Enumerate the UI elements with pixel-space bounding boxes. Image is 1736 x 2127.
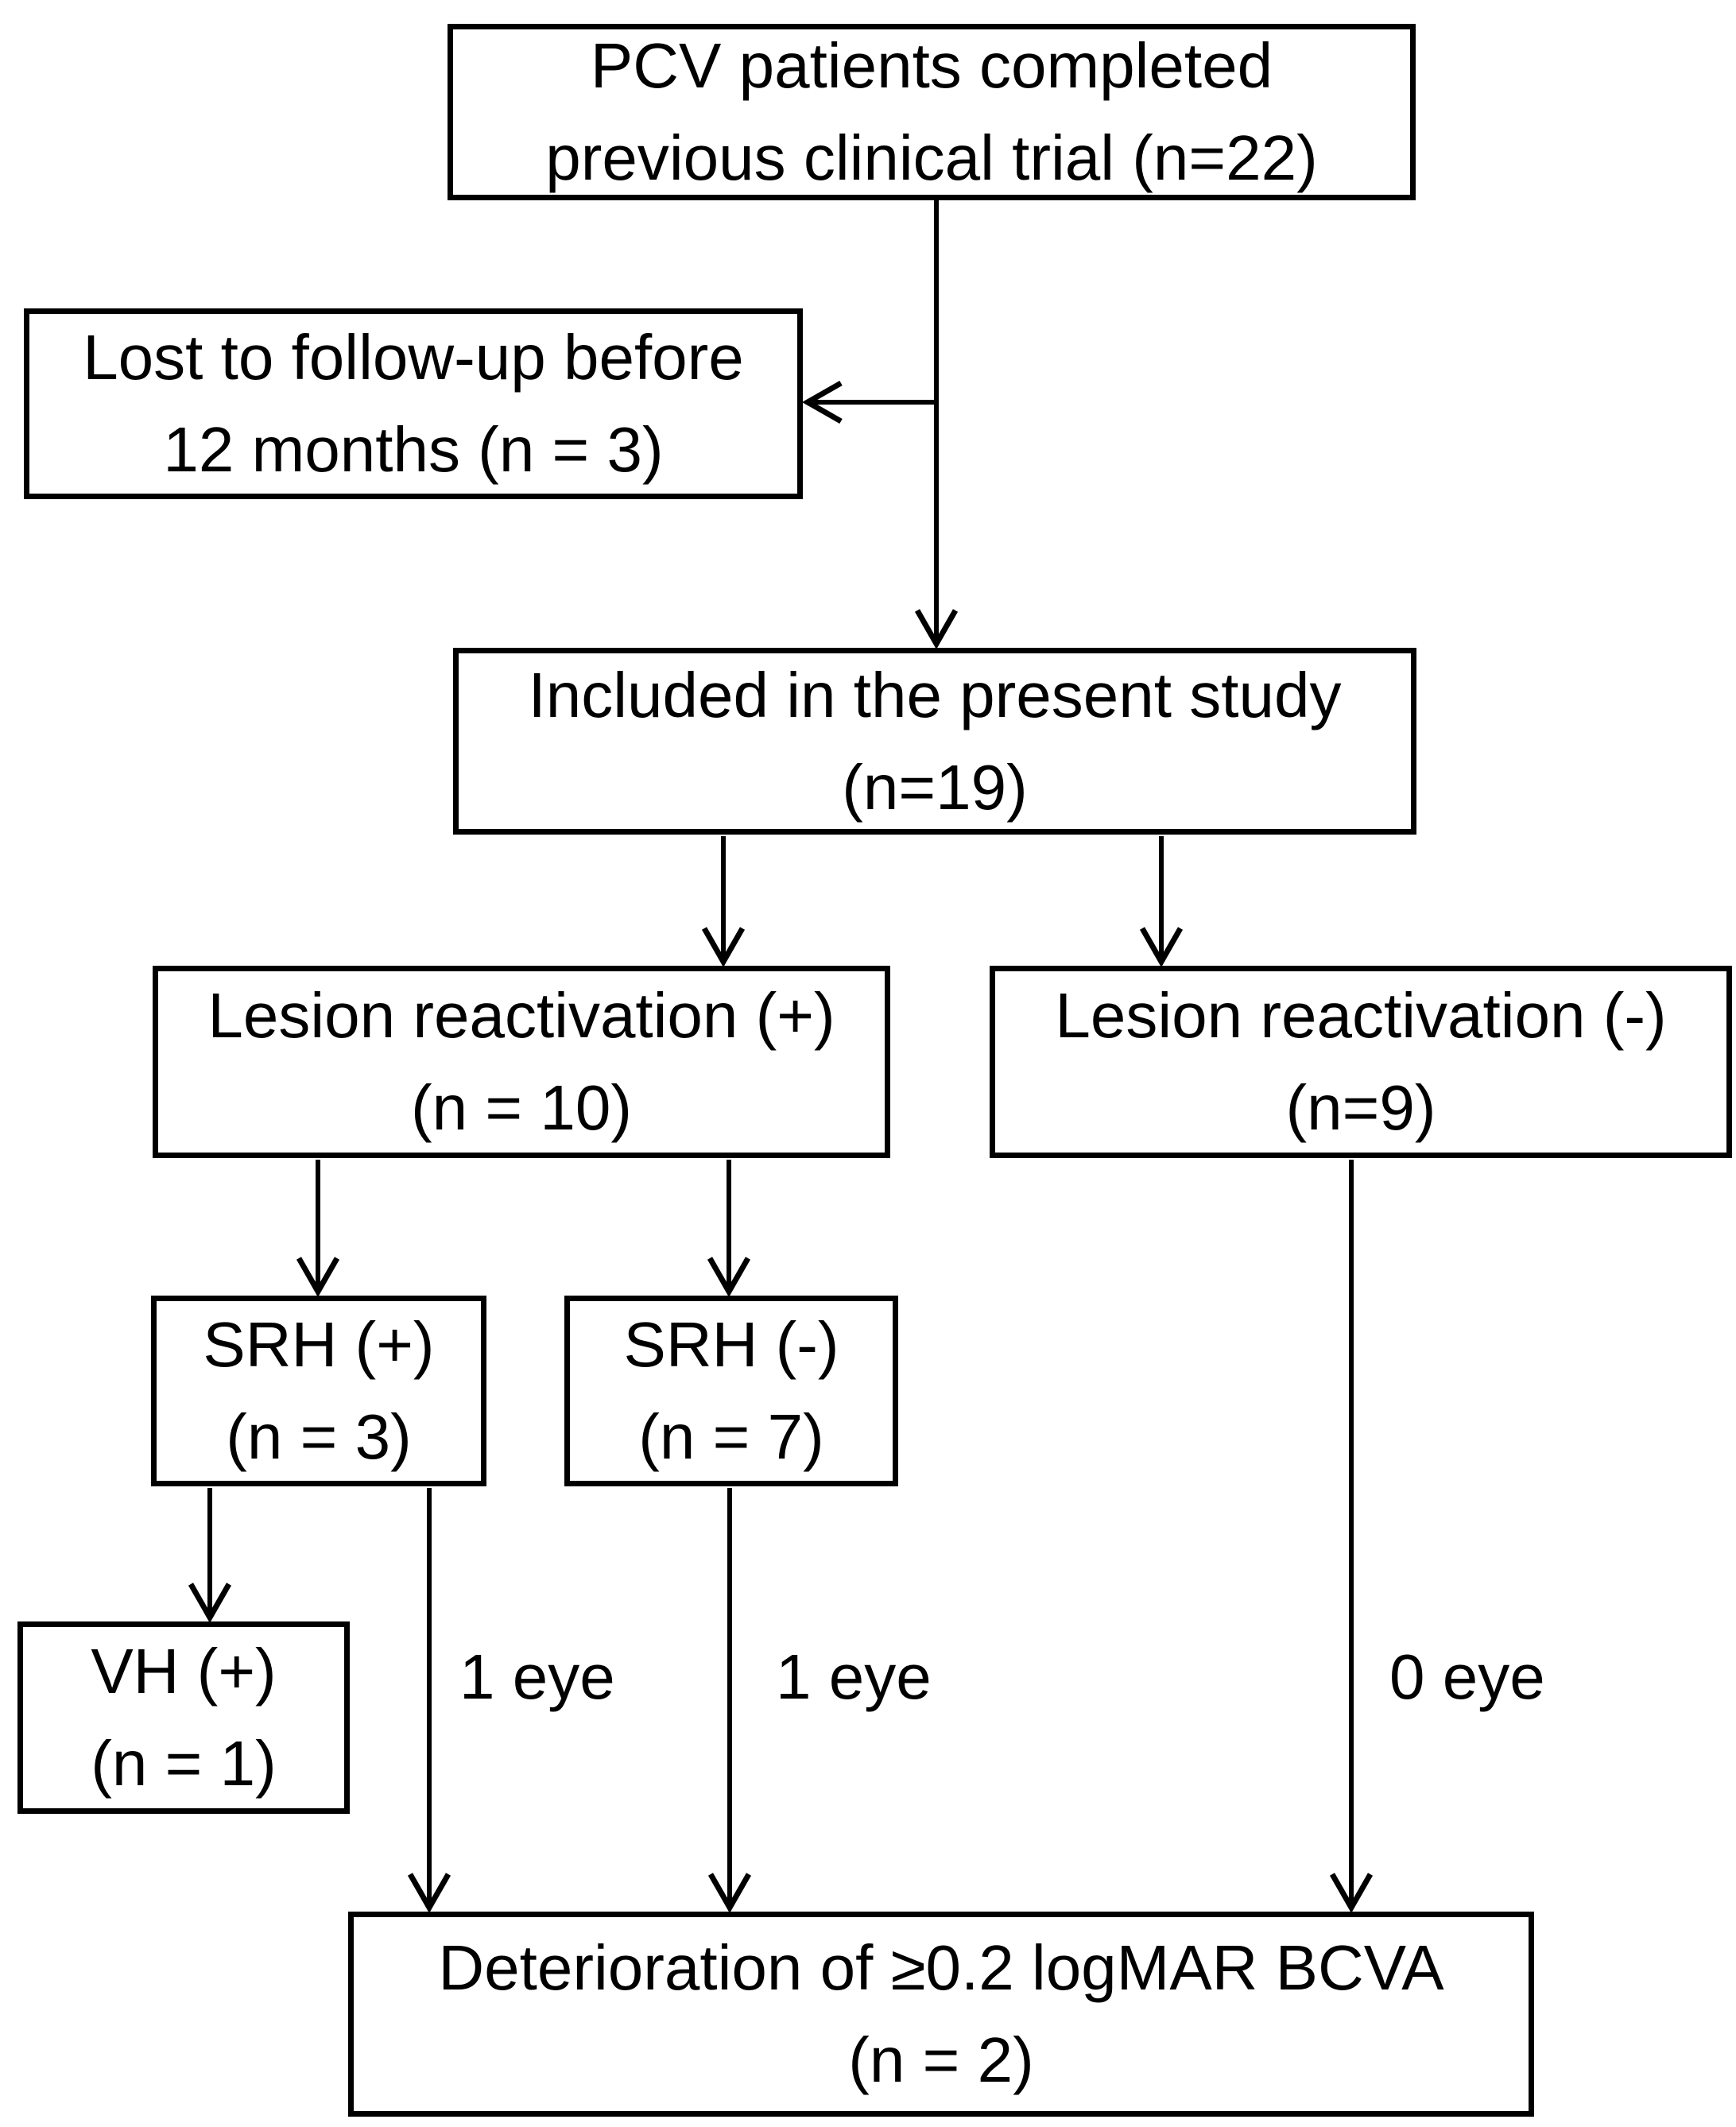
arrow-reactivation-neg-to-outcome [1329,1160,1374,1914]
arrow-reactivation-pos-to-srh-pos-head [296,1257,340,1298]
arrow-reactivation-pos-to-srh-neg-head [707,1257,751,1298]
node-outcome-line2: (n = 2) [848,2024,1034,2095]
node-included-line2: (n=19) [842,751,1028,823]
node-vh-line1: VH (+) [91,1636,277,1707]
node-vh-line2: (n = 1) [91,1728,277,1799]
node-srh-pos-line2: (n = 3) [226,1401,412,1472]
arrow-included-to-reactivation-neg-head [1139,927,1184,968]
arrow-srh-neg-to-outcome-head [707,1873,752,1914]
arrow-reactivation-neg-to-outcome-head [1329,1873,1374,1914]
node-vh-positive: VH (+) (n = 1) [17,1621,350,1814]
node-lesion-reactivation-negative: Lesion reactivation (-) (n=9) [990,966,1732,1158]
node-srh-negative: SRH (-) (n = 7) [564,1296,898,1486]
arrow-srh-pos-to-outcome-head [407,1873,451,1914]
edge-label-srh-neg-eyes: 1 eye [776,1641,932,1712]
edge-label-srh-pos-eyes: 1 eye [459,1641,615,1712]
arrow-top-to-included-head [914,609,959,650]
node-included-line1: Included in the present study [528,659,1342,730]
node-pcv-patients-completed: PCV patients completed previous clinical… [448,24,1416,200]
node-srh-positive: SRH (+) (n = 3) [151,1296,486,1486]
node-lost-line2: 12 months (n = 3) [163,414,664,485]
node-rneg-line1: Lesion reactivation (-) [1055,980,1667,1051]
node-bcva-deterioration: Deterioration of ≥0.2 logMAR BCVA (n = 2… [348,1912,1534,2117]
node-included-in-study: Included in the present study (n=19) [453,648,1416,835]
arrow-srh-neg-to-outcome [707,1488,752,1914]
arrow-branch-to-lost [801,380,936,424]
arrow-top-to-included [914,200,959,650]
arrow-reactivation-pos-to-srh-neg [707,1160,751,1298]
node-pcv-line1: PCV patients completed [590,30,1273,101]
arrow-included-to-reactivation-pos-head [701,927,746,968]
node-srh-pos-line1: SRH (+) [203,1309,435,1380]
node-srh-neg-line1: SRH (-) [623,1309,839,1380]
node-lost-to-followup: Lost to follow-up before 12 months (n = … [24,308,803,499]
arrow-included-to-reactivation-pos [701,836,746,968]
arrow-srh-pos-to-vh [188,1488,232,1624]
arrow-reactivation-pos-to-srh-pos [296,1160,340,1298]
node-srh-neg-line2: (n = 7) [638,1401,824,1472]
node-rpos-line2: (n = 10) [411,1072,632,1143]
node-rneg-line2: (n=9) [1285,1072,1436,1143]
node-lost-line1: Lost to follow-up before [83,322,744,393]
arrow-srh-pos-to-vh-head [188,1583,232,1624]
node-rpos-line1: Lesion reactivation (+) [207,980,835,1051]
arrow-srh-pos-to-outcome [407,1488,451,1914]
node-lesion-reactivation-positive: Lesion reactivation (+) (n = 10) [153,966,890,1158]
arrow-branch-to-lost-head [801,380,843,424]
node-outcome-line1: Deterioration of ≥0.2 logMAR BCVA [438,1932,1444,2003]
edge-label-reactivation-neg-eyes: 0 eye [1389,1641,1545,1712]
arrow-included-to-reactivation-neg [1139,836,1184,968]
node-pcv-line2: previous clinical trial (n=22) [545,122,1318,193]
